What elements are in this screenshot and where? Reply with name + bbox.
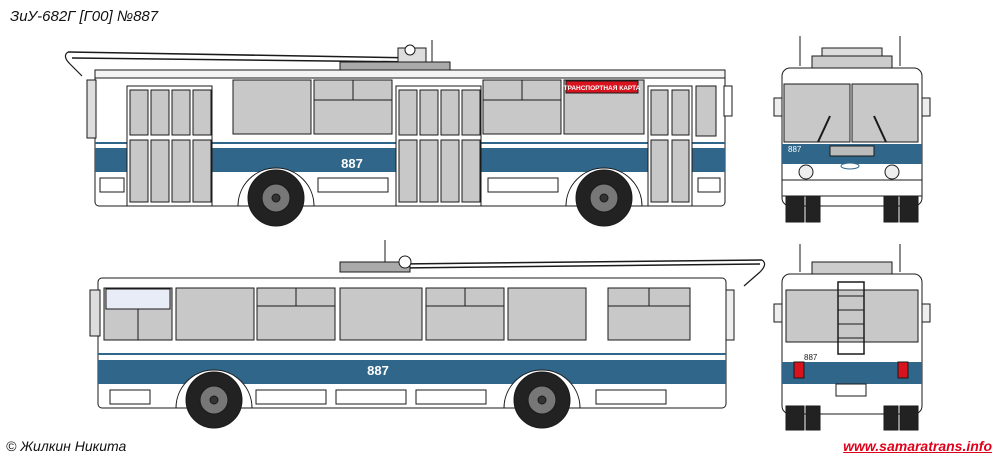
door-middle (395, 85, 482, 207)
route-sign (565, 80, 639, 94)
rear-ladder (837, 281, 865, 355)
website-link[interactable]: www.samaratrans.info (843, 438, 992, 454)
route-sign-text: ТРАНСПОРТНАЯ КАРТА (564, 85, 641, 92)
fleet-number-bottom: 887 (367, 363, 389, 378)
side-view-doors (64, 40, 733, 227)
rear-stripe (782, 362, 922, 384)
door-rear (647, 85, 693, 207)
trolley-pole (399, 263, 761, 269)
trolley-pole (399, 259, 763, 265)
door-front (126, 85, 213, 207)
trolley-pole (67, 51, 421, 59)
drawing-title: ЗиУ-682Г [Г00] №887 (10, 8, 159, 25)
fleet-number-front: 887 (788, 145, 802, 154)
author-credit: © Жилкин Никита (6, 438, 127, 454)
side-view-blind (89, 240, 766, 429)
trolley-pole (71, 57, 421, 63)
front-view (773, 36, 931, 223)
side-windows-left (103, 287, 691, 341)
fleet-number-rear: 887 (804, 353, 818, 362)
rear-view (773, 244, 931, 431)
fleet-number-top: 887 (341, 156, 363, 171)
